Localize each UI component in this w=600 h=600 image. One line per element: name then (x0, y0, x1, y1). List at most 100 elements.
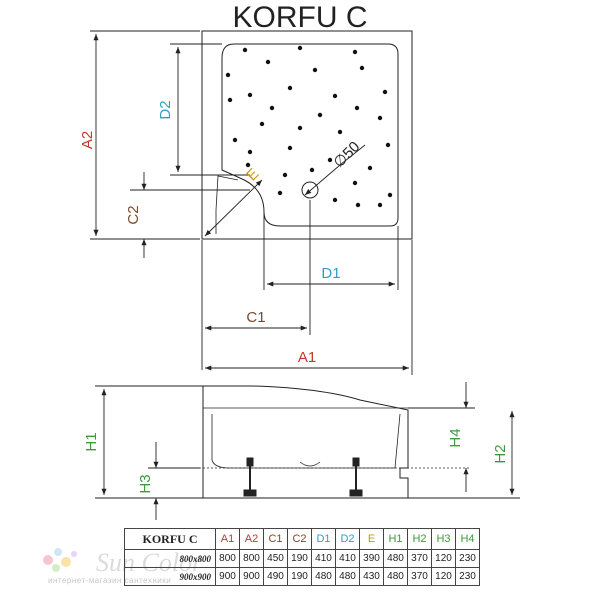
anti-slip-dot (377, 115, 383, 121)
row-size: 900x900 (124, 567, 216, 586)
table-cell: 390 (359, 549, 384, 568)
spec-table: KORFU C A1 A2 C1 C2 D1 D2 E H1 H2 H3 H4 … (124, 528, 480, 586)
h3-label: H3 (137, 474, 154, 493)
side-dimension-lines (95, 382, 520, 520)
anti-slip-dot (297, 125, 303, 131)
table-cell: 480 (383, 567, 408, 586)
anti-slip-dot (337, 129, 343, 135)
a2-label: A2 (79, 131, 96, 149)
table-cell: 800 (215, 549, 240, 568)
anti-slip-dot (309, 167, 315, 173)
anti-slip-dot (277, 190, 283, 196)
col-h4: H4 (455, 528, 480, 550)
anti-slip-dot (282, 172, 288, 178)
table-cell: 120 (431, 549, 456, 568)
anti-slip-dot (352, 49, 358, 55)
table-cell: 410 (335, 549, 360, 568)
anti-slip-dot (317, 112, 323, 118)
inner-basin-profile (211, 413, 401, 469)
c2-label: C2 (125, 205, 142, 224)
e-dimension-line (204, 179, 263, 237)
anti-slip-dot (242, 47, 248, 53)
table-cell: 490 (263, 567, 288, 586)
anti-slip-dot (332, 197, 338, 203)
h1-label: H1 (83, 432, 100, 451)
anti-slip-dot (377, 202, 383, 208)
anti-slip-dot (387, 192, 393, 198)
tray-basin (221, 43, 399, 227)
col-a1: A1 (215, 528, 240, 550)
watermark-caption: интернет-магазин сантехники (48, 576, 172, 585)
anti-slip-dot (297, 45, 303, 51)
anti-slip-dot (354, 105, 360, 111)
d1-label: D1 (321, 265, 340, 282)
top-dimension-lines (90, 30, 413, 375)
table-cell: 430 (359, 567, 384, 586)
anti-slip-dot (245, 162, 251, 168)
h2-label: H2 (492, 444, 509, 463)
anti-slip-dot (227, 97, 233, 103)
tray-outline (201, 30, 413, 240)
table-cell: 480 (335, 567, 360, 586)
table-cell: 230 (455, 567, 480, 586)
anti-slip-dot (312, 67, 318, 73)
col-c1: C1 (263, 528, 288, 550)
table-cell: 370 (407, 549, 432, 568)
anti-slip-dot (332, 93, 338, 99)
table-cell: 410 (311, 549, 336, 568)
c1-label: C1 (246, 309, 265, 326)
table-cell: 370 (407, 567, 432, 586)
anti-slip-dot (269, 105, 275, 111)
anti-slip-dot (359, 65, 365, 71)
anti-slip-dot (382, 89, 388, 95)
table-cell: 900 (215, 567, 240, 586)
side-view (155, 385, 470, 499)
col-h2: H2 (407, 528, 432, 550)
anti-slip-dot (225, 72, 231, 78)
anti-slip-dot (265, 59, 271, 65)
col-h3: H3 (431, 528, 456, 550)
h4-label: H4 (447, 428, 464, 447)
table-cell: 190 (287, 549, 312, 568)
anti-slip-dot (327, 157, 333, 163)
table-cell: 480 (311, 567, 336, 586)
tray-side-outline (202, 385, 409, 499)
table-cell: 230 (455, 549, 480, 568)
drain-label: ∅50 (330, 138, 363, 171)
anti-slip-dot (259, 121, 265, 127)
col-e: E (359, 528, 384, 550)
col-a2: A2 (239, 528, 264, 550)
spec-table-header: KORFU C A1 A2 C1 C2 D1 D2 E H1 H2 H3 H4 (124, 528, 480, 550)
col-d2: D2 (335, 528, 360, 550)
table-cell: 120 (431, 567, 456, 586)
row-size: 800x800 (124, 549, 216, 568)
a1-label: A1 (298, 349, 316, 366)
table-cell: 450 (263, 549, 288, 568)
corner-seat-edge (215, 175, 239, 234)
watermark-logo (43, 548, 77, 572)
col-c2: C2 (287, 528, 312, 550)
anti-slip-dot (385, 142, 391, 148)
col-h1: H1 (383, 528, 408, 550)
anti-slip-dot (355, 202, 361, 208)
drain-hole (301, 181, 319, 199)
anti-slip-dots (225, 45, 393, 208)
table-cell: 800 (239, 549, 264, 568)
col-d1: D1 (311, 528, 336, 550)
anti-slip-dot (247, 92, 253, 98)
model-header: KORFU C (124, 528, 216, 550)
anti-slip-dot (232, 137, 238, 143)
drawing-title: KORFU C (233, 1, 368, 34)
adjustable-foot-right (349, 457, 363, 497)
anti-slip-dot (247, 149, 253, 155)
drain-leader (304, 164, 341, 196)
anti-slip-dot (352, 180, 358, 186)
table-row: 900x900 900 900 490 190 480 480 430 480 … (124, 567, 480, 586)
d2-label: D2 (157, 100, 174, 119)
anti-slip-dot (287, 85, 293, 91)
anti-slip-dot (287, 145, 293, 151)
table-row: 800x800 800 800 450 190 410 410 390 480 … (124, 549, 480, 568)
adjustable-foot-left (243, 457, 257, 497)
